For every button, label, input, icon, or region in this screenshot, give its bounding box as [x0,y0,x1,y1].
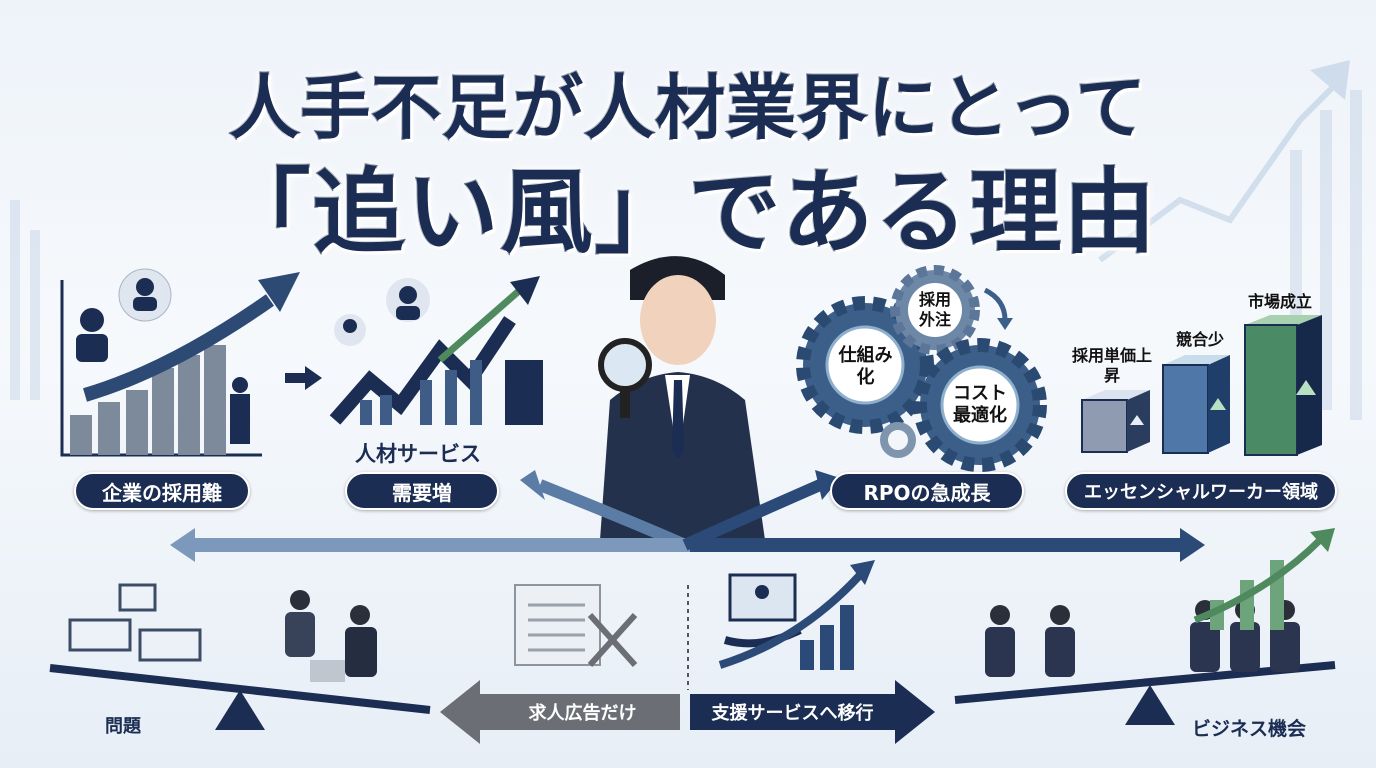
problem-label: 問題 [105,716,141,737]
businessman-illustration [598,256,765,540]
title-line-2: 「追い風」である理由 [217,158,1158,267]
staffing-demand-illustration [329,276,543,425]
essential-bars-illustration [1081,315,1322,456]
essential-worker-label: エッセンシャルワーカー領域 [1065,472,1337,510]
rpo-growth-label: RPOの急成長 [830,472,1024,510]
business-opportunity-label: ビジネス機会 [1192,718,1307,740]
gear-outsourcing: 採用外注 [918,290,951,329]
staffing-service-caption: 人材サービス [355,442,481,466]
shift-to-support-label: 支援サービスへ移行 [711,703,874,724]
title-line-1: 人手不足が人材業界にとって [228,66,1147,150]
hiring-difficulty-label: 企業の採用難 [74,472,250,510]
hiring-difficulty-illustration [60,268,322,457]
background-chart [10,60,1362,420]
ad-newspaper-icon [514,584,638,668]
gear-systemization: 仕組み化 [838,345,893,388]
job-ads-only-label: 求人広告だけ [528,703,637,724]
bar-label-low-competition: 競合少 [1175,330,1224,349]
demand-increase-label: 需要増 [345,472,499,510]
problem-seesaw [49,583,431,730]
bar-label-unit-price: 採用単価上昇 [1072,346,1153,385]
support-service-icon [718,560,875,670]
gear-cost-optimization: コスト最適化 [953,383,1007,426]
rpo-gears-illustration [796,265,1047,472]
opportunity-seesaw [954,528,1336,725]
bar-label-market: 市場成立 [1247,292,1312,311]
left-arrow-shape [440,680,680,744]
right-arrow-shape [690,680,935,744]
